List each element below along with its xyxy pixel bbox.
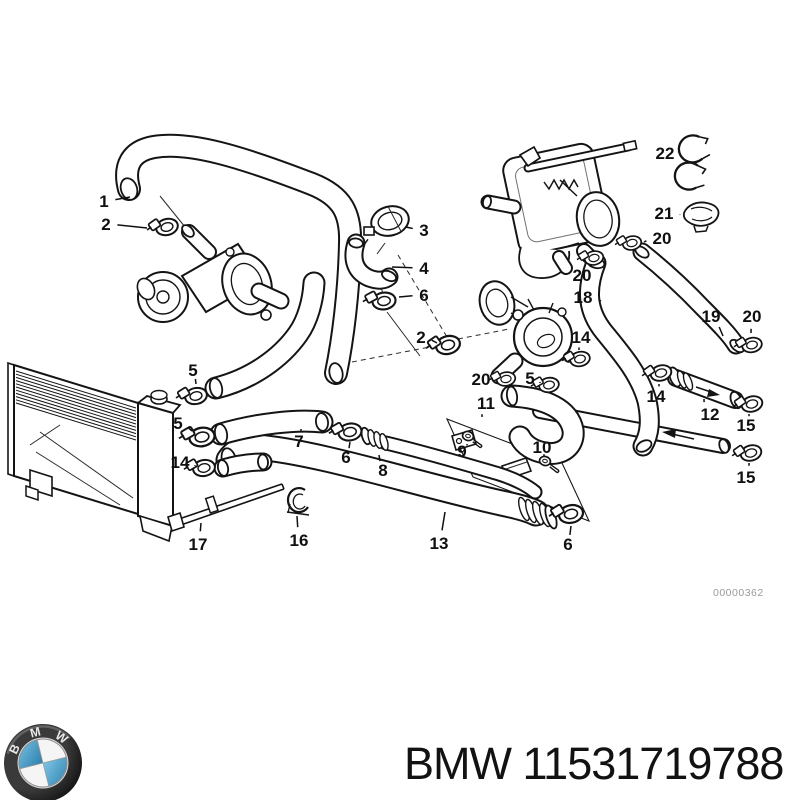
callout-leader — [391, 266, 413, 269]
hose-19 — [632, 242, 746, 355]
callout-number: 13 — [430, 534, 449, 553]
watermark: 00000362 — [713, 587, 764, 599]
callout-leader — [187, 427, 193, 432]
callout-number: 15 — [737, 468, 756, 487]
callout-number: 14 — [171, 453, 190, 472]
water-pump — [136, 224, 290, 323]
stub-hose-14 — [213, 452, 273, 478]
pipe-12 — [667, 366, 744, 410]
callout-number: 18 — [574, 288, 593, 307]
clamp-ring-3 — [362, 205, 410, 247]
hose-7 — [209, 409, 334, 446]
callout-number: 8 — [378, 461, 387, 480]
callout-leader — [115, 196, 131, 201]
lower-hose-13 — [215, 433, 558, 530]
u-bend-hose — [500, 384, 585, 465]
callout-leader — [194, 378, 197, 385]
callout-leader — [117, 224, 148, 229]
hose-8 — [360, 426, 543, 500]
callout-leader — [296, 515, 299, 528]
logo-quadrants — [18, 738, 68, 788]
callout-number: 2 — [101, 215, 110, 234]
callout-number: 6 — [341, 448, 350, 467]
hose-upper-connection — [204, 271, 326, 400]
hose-clip-16 — [286, 487, 310, 516]
callout-number: 5 — [173, 414, 182, 433]
callout-number: 9 — [457, 442, 466, 461]
callout-number: 5 — [525, 369, 534, 388]
elbow-hose-4 — [344, 233, 399, 290]
holder-22 — [672, 132, 712, 192]
throttle-body — [480, 139, 638, 279]
callout-number: 11 — [477, 394, 495, 413]
callout-number: 22 — [656, 144, 675, 163]
callout-leader — [348, 441, 351, 449]
callout-number: 4 — [419, 259, 429, 278]
callout-leader — [431, 339, 438, 344]
callout-number: 20 — [472, 370, 491, 389]
callout-number: 12 — [701, 405, 720, 424]
callout-number: 2 — [416, 328, 425, 347]
callout-number: 14 — [572, 328, 591, 347]
callout-number: 10 — [533, 438, 552, 457]
callout-number: 17 — [189, 535, 208, 554]
holder-21 — [682, 201, 720, 233]
callout-number: 14 — [647, 387, 666, 406]
bmw-logo: B M W — [0, 713, 93, 800]
callout-number: 20 — [653, 229, 672, 248]
svg-text:M: M — [29, 724, 42, 740]
callout-number: 19 — [702, 307, 721, 326]
radiator — [7, 361, 182, 543]
callout-number: 5 — [188, 361, 197, 380]
upper-hose-1 — [115, 133, 363, 385]
callout-number: 6 — [563, 535, 572, 554]
parts-diagram: 1234625514768910111361617121415151920202… — [7, 132, 766, 599]
intake-flange — [478, 280, 529, 326]
callout-leader — [643, 240, 647, 243]
callout-number: 20 — [573, 266, 592, 285]
callout-leader — [398, 294, 413, 298]
callout-leader — [569, 525, 572, 535]
callout-leader — [441, 511, 446, 531]
callout-number: 6 — [419, 286, 428, 305]
part-number-label: BMW 11531719788 — [404, 738, 784, 789]
callout-leader — [718, 326, 724, 337]
callout-leader — [405, 226, 413, 230]
callout-leader — [199, 522, 202, 532]
callout-number: 3 — [419, 221, 428, 240]
callout-leader — [378, 454, 381, 462]
callout-number: 21 — [655, 204, 674, 223]
callout-number: 7 — [294, 432, 303, 451]
callout-number: 15 — [737, 416, 756, 435]
callout-leader — [598, 299, 602, 302]
callout-number: 1 — [99, 192, 108, 211]
callout-number: 20 — [743, 307, 762, 326]
callout-number: 16 — [290, 531, 309, 550]
bracket-strip-17 — [167, 483, 285, 533]
